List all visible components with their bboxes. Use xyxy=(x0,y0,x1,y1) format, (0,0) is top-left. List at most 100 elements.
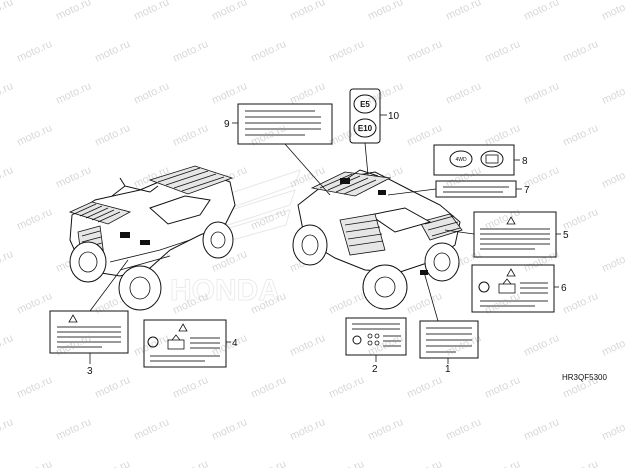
callout-9: 9 xyxy=(224,119,230,130)
label-6 xyxy=(471,264,559,313)
watermark-text: moto.ru xyxy=(171,458,210,468)
watermark-text: moto.ru xyxy=(600,80,625,107)
label-4 xyxy=(143,319,231,368)
watermark-text: moto.ru xyxy=(561,38,600,65)
watermark-text: moto.ru xyxy=(483,38,522,65)
watermark-text: moto.ru xyxy=(0,332,15,359)
fuel-label-e10: E10 xyxy=(358,124,373,133)
watermark-text: moto.ru xyxy=(93,122,132,149)
watermark-text: moto.ru xyxy=(600,164,625,191)
callout-6: 6 xyxy=(561,283,567,294)
watermark-text: moto.ru xyxy=(0,164,15,191)
watermark-text: moto.ru xyxy=(0,248,15,275)
watermark-text: moto.ru xyxy=(366,80,405,107)
watermark-text: moto.ru xyxy=(600,416,625,443)
watermark-text: moto.ru xyxy=(54,416,93,443)
brand-wing-outline: HONDA xyxy=(170,169,301,308)
watermark-text: moto.ru xyxy=(15,38,54,65)
watermark-text: moto.ru xyxy=(327,290,366,317)
atv-rear-view xyxy=(292,169,463,310)
label-5 xyxy=(444,211,561,258)
watermark-text: moto.ru xyxy=(210,0,249,23)
watermark-text: moto.ru xyxy=(483,374,522,401)
watermark-text: moto.ru xyxy=(366,0,405,23)
diagram-code: HR3QF5300 xyxy=(562,373,607,382)
watermark-text: moto.ru xyxy=(444,80,483,107)
watermark-text: moto.ru xyxy=(249,38,288,65)
watermark-text: moto.ru xyxy=(210,332,249,359)
watermark-text: moto.ru xyxy=(93,374,132,401)
watermark-text: moto.ru xyxy=(249,374,288,401)
watermark-text: moto.ru xyxy=(288,332,327,359)
watermark-text: moto.ru xyxy=(561,122,600,149)
atv-front-view xyxy=(68,165,236,311)
watermark-text: moto.ru xyxy=(132,332,171,359)
watermark-text: moto.ru xyxy=(522,248,561,275)
watermark-text: moto.ru xyxy=(171,122,210,149)
watermark-text: moto.ru xyxy=(405,458,444,468)
callout-5: 5 xyxy=(563,230,569,241)
watermark-text: moto.ru xyxy=(15,206,54,233)
watermark-text: moto.ru xyxy=(327,458,366,468)
label-2 xyxy=(345,317,407,362)
label-3 xyxy=(49,259,129,364)
watermark-text: moto.ru xyxy=(171,374,210,401)
watermark-text: moto.ru xyxy=(600,0,625,23)
watermark-text: moto.ru xyxy=(93,38,132,65)
watermark-text: moto.ru xyxy=(483,290,522,317)
watermark-text: moto.ru xyxy=(171,38,210,65)
watermark-text: moto.ru xyxy=(0,0,15,23)
label-10-fuel: E5 E10 xyxy=(349,88,387,176)
watermark-text: moto.ru xyxy=(132,0,171,23)
watermark-text: moto.ru xyxy=(444,0,483,23)
callout-3: 3 xyxy=(87,366,93,377)
watermark-text: moto.ru xyxy=(366,416,405,443)
watermark-text: moto.ru xyxy=(405,290,444,317)
watermark-text: moto.ru xyxy=(522,332,561,359)
watermark-text: moto.ru xyxy=(93,458,132,468)
watermark-text: moto.ru xyxy=(15,374,54,401)
watermark-text: moto.ru xyxy=(600,332,625,359)
watermark-text: moto.ru xyxy=(327,374,366,401)
label-8: 4WD xyxy=(433,144,520,176)
watermark-text: moto.ru xyxy=(54,80,93,107)
watermark-text: moto.ru xyxy=(249,206,288,233)
callout-10: 10 xyxy=(388,111,400,122)
watermark-text: moto.ru xyxy=(483,458,522,468)
watermark-text: moto.ru xyxy=(600,248,625,275)
callout-2: 2 xyxy=(372,364,378,375)
watermark-text: moto.ru xyxy=(210,416,249,443)
watermark-text: moto.ru xyxy=(561,458,600,468)
watermark-text: moto.ru xyxy=(405,374,444,401)
label-9 xyxy=(232,103,333,196)
watermark-text: moto.ru xyxy=(522,416,561,443)
callout-1: 1 xyxy=(445,364,451,375)
label-8-4wd-text: 4WD xyxy=(455,157,467,163)
watermark-text: moto.ru xyxy=(561,206,600,233)
watermark-text: moto.ru xyxy=(15,290,54,317)
watermark-text: moto.ru xyxy=(54,0,93,23)
watermark-text: moto.ru xyxy=(132,80,171,107)
watermark-text: moto.ru xyxy=(249,458,288,468)
callout-8: 8 xyxy=(522,156,528,167)
label-7 xyxy=(387,180,522,198)
watermark-text: moto.ru xyxy=(0,416,15,443)
watermark-text: moto.ru xyxy=(15,458,54,468)
watermark-text: moto.ru xyxy=(522,80,561,107)
watermark-text: moto.ru xyxy=(288,80,327,107)
watermark-text: moto.ru xyxy=(522,0,561,23)
watermark-text: moto.ru xyxy=(288,0,327,23)
svg-text:HONDA: HONDA xyxy=(170,274,280,307)
watermark-text: moto.ru xyxy=(0,80,15,107)
watermark-text: moto.ru xyxy=(405,38,444,65)
watermark-text: moto.ru xyxy=(288,416,327,443)
watermark-text: moto.ru xyxy=(15,122,54,149)
watermark-text: moto.ru xyxy=(54,164,93,191)
callout-7: 7 xyxy=(524,185,530,196)
fuel-label-e5: E5 xyxy=(360,100,370,109)
watermark-text: moto.ru xyxy=(132,416,171,443)
watermark-text: moto.ru xyxy=(327,38,366,65)
watermark-text: moto.ru xyxy=(210,80,249,107)
label-1 xyxy=(419,271,479,364)
